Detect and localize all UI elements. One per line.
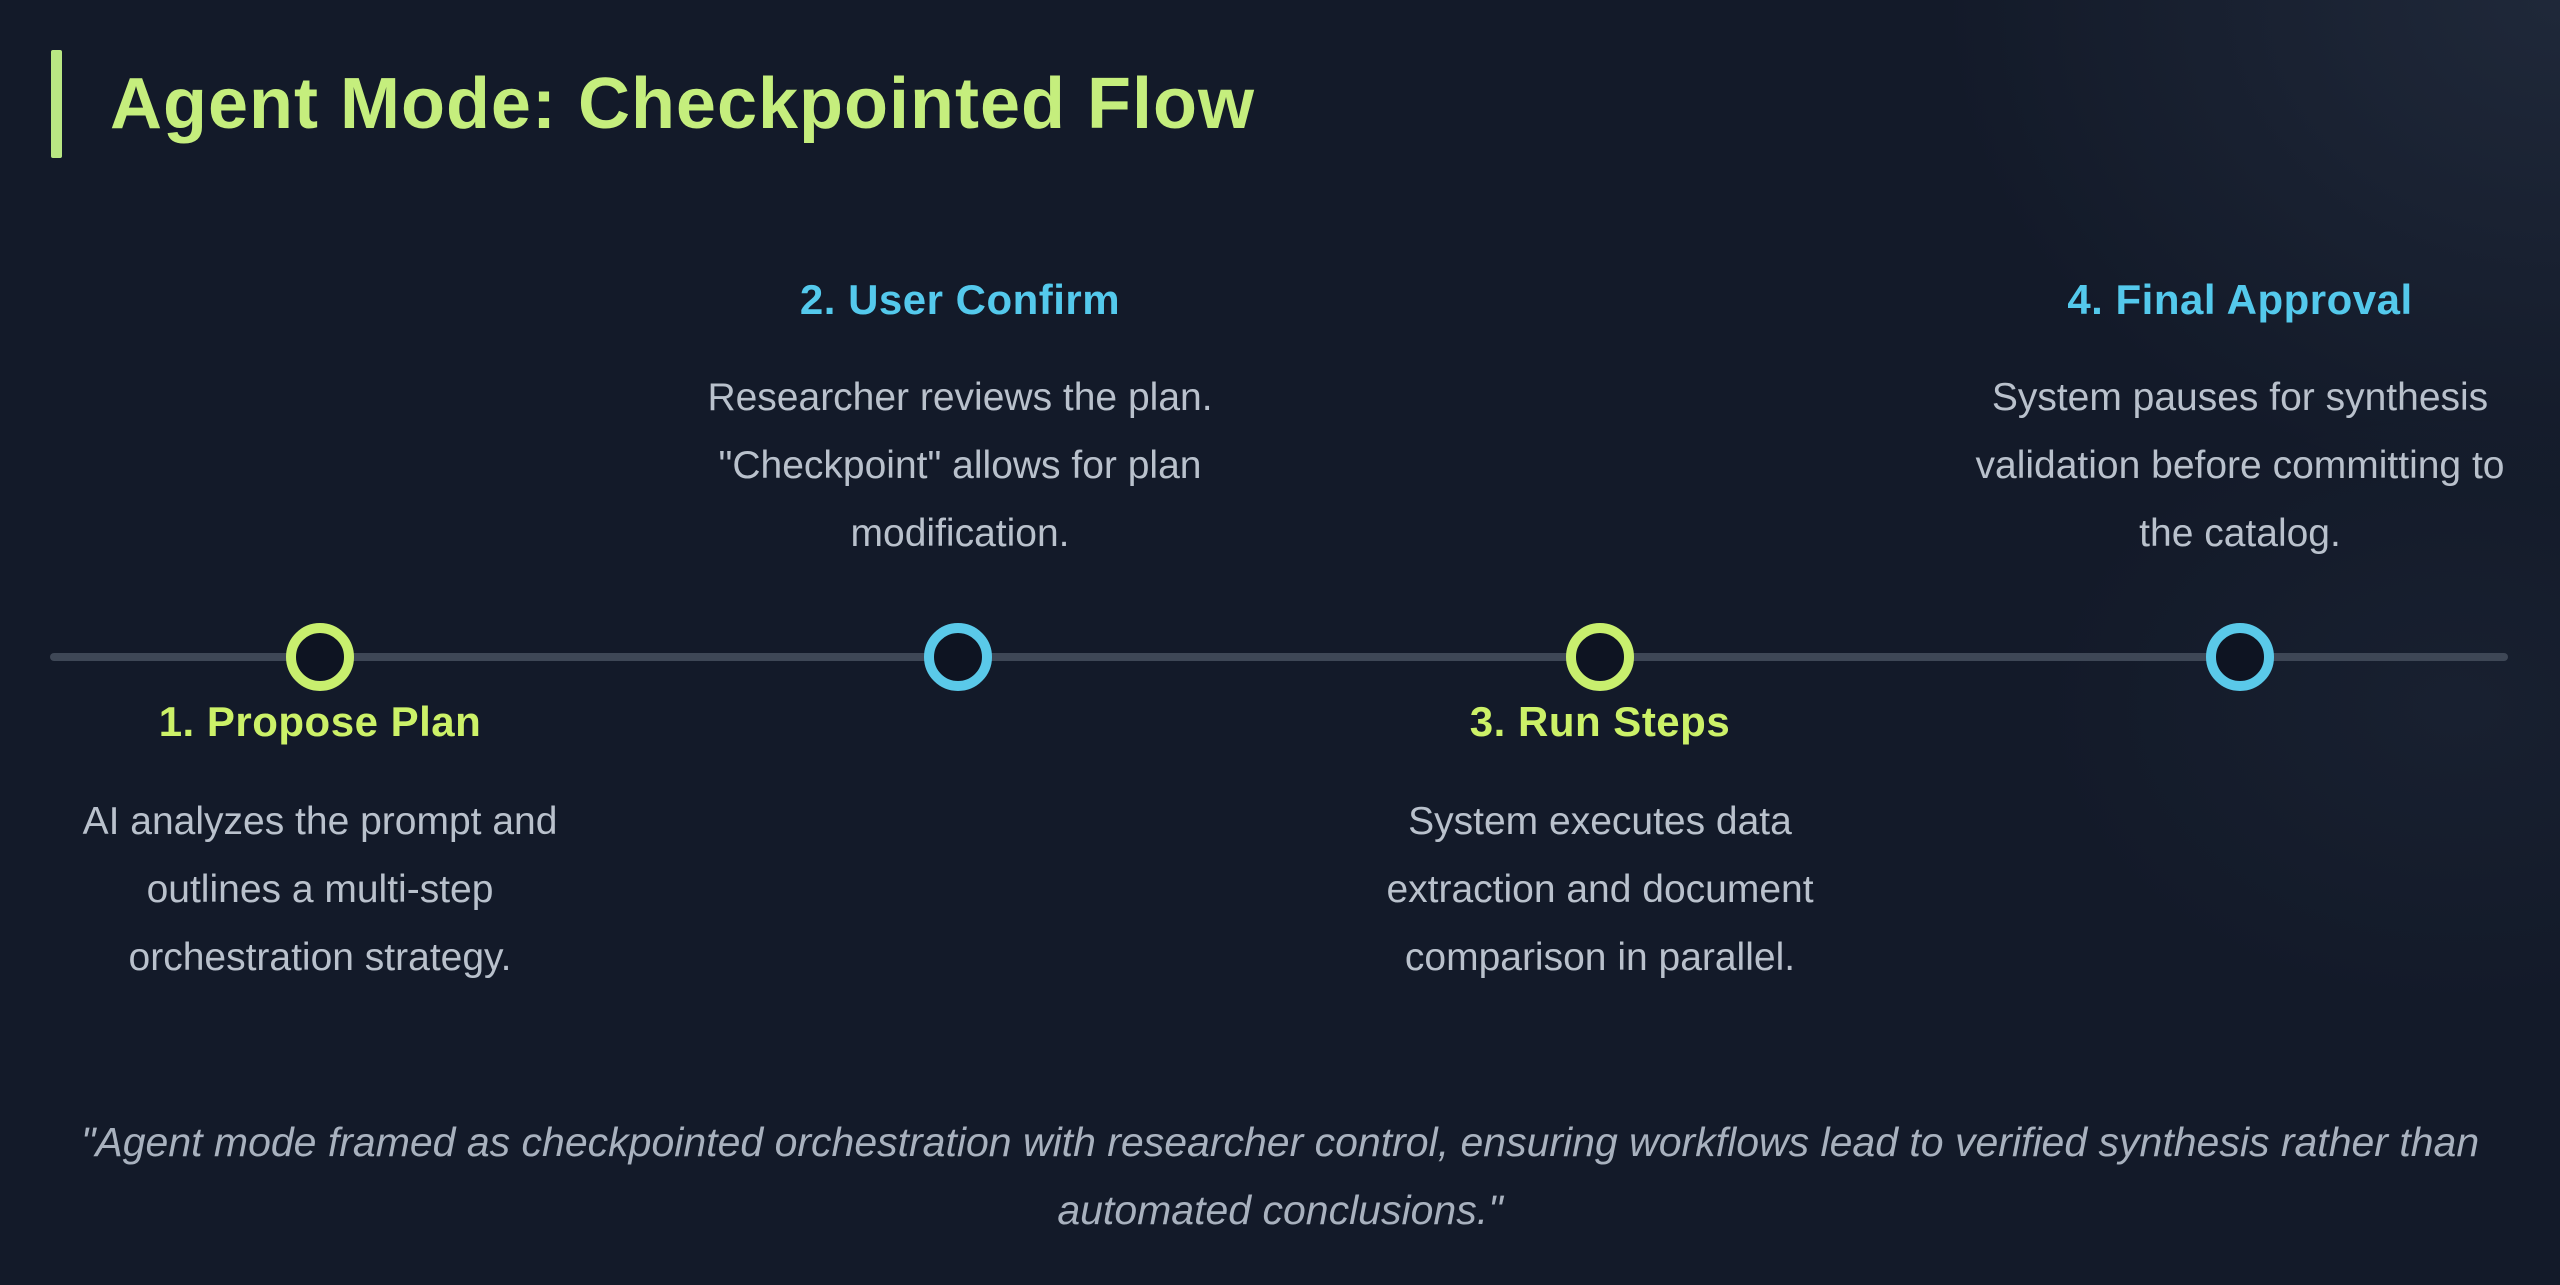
summary-quote: "Agent mode framed as checkpointed orche… xyxy=(80,1119,2480,1233)
step-4-label: 4. Final Approval xyxy=(2067,276,2413,323)
step-2-description: Researcher reviews the plan. "Checkpoint… xyxy=(707,376,1213,555)
step-4-description: System pauses for synthesis validation b… xyxy=(1975,376,2505,555)
step-1-marker-icon xyxy=(286,623,354,691)
slide-header: Agent Mode: Checkpointed Flow xyxy=(51,50,1255,158)
step-1-label: 1. Propose Plan xyxy=(158,698,482,745)
step-4-final-approval: 4. Final Approval System pauses for synt… xyxy=(1920,270,2560,568)
step-2-marker-icon xyxy=(924,623,992,691)
step-1-propose-plan: 1. Propose Plan AI analyzes the prompt a… xyxy=(0,692,640,992)
step-2-label: 2. User Confirm xyxy=(799,276,1121,323)
slide-title: Agent Mode: Checkpointed Flow xyxy=(110,64,1255,144)
step-2-user-confirm: 2. User Confirm Researcher reviews the p… xyxy=(640,270,1280,568)
step-3-label: 3. Run Steps xyxy=(1469,698,1731,745)
step-3-description: System executes data extraction and docu… xyxy=(1386,800,1814,979)
step-3-run-steps: 3. Run Steps System executes data extrac… xyxy=(1280,692,1920,992)
timeline-line xyxy=(50,653,2508,661)
step-1-description: AI analyzes the prompt and outlines a mu… xyxy=(82,800,558,979)
step-4-marker-icon xyxy=(2206,623,2274,691)
step-3-marker-icon xyxy=(1566,623,1634,691)
title-accent-bar xyxy=(51,50,62,158)
